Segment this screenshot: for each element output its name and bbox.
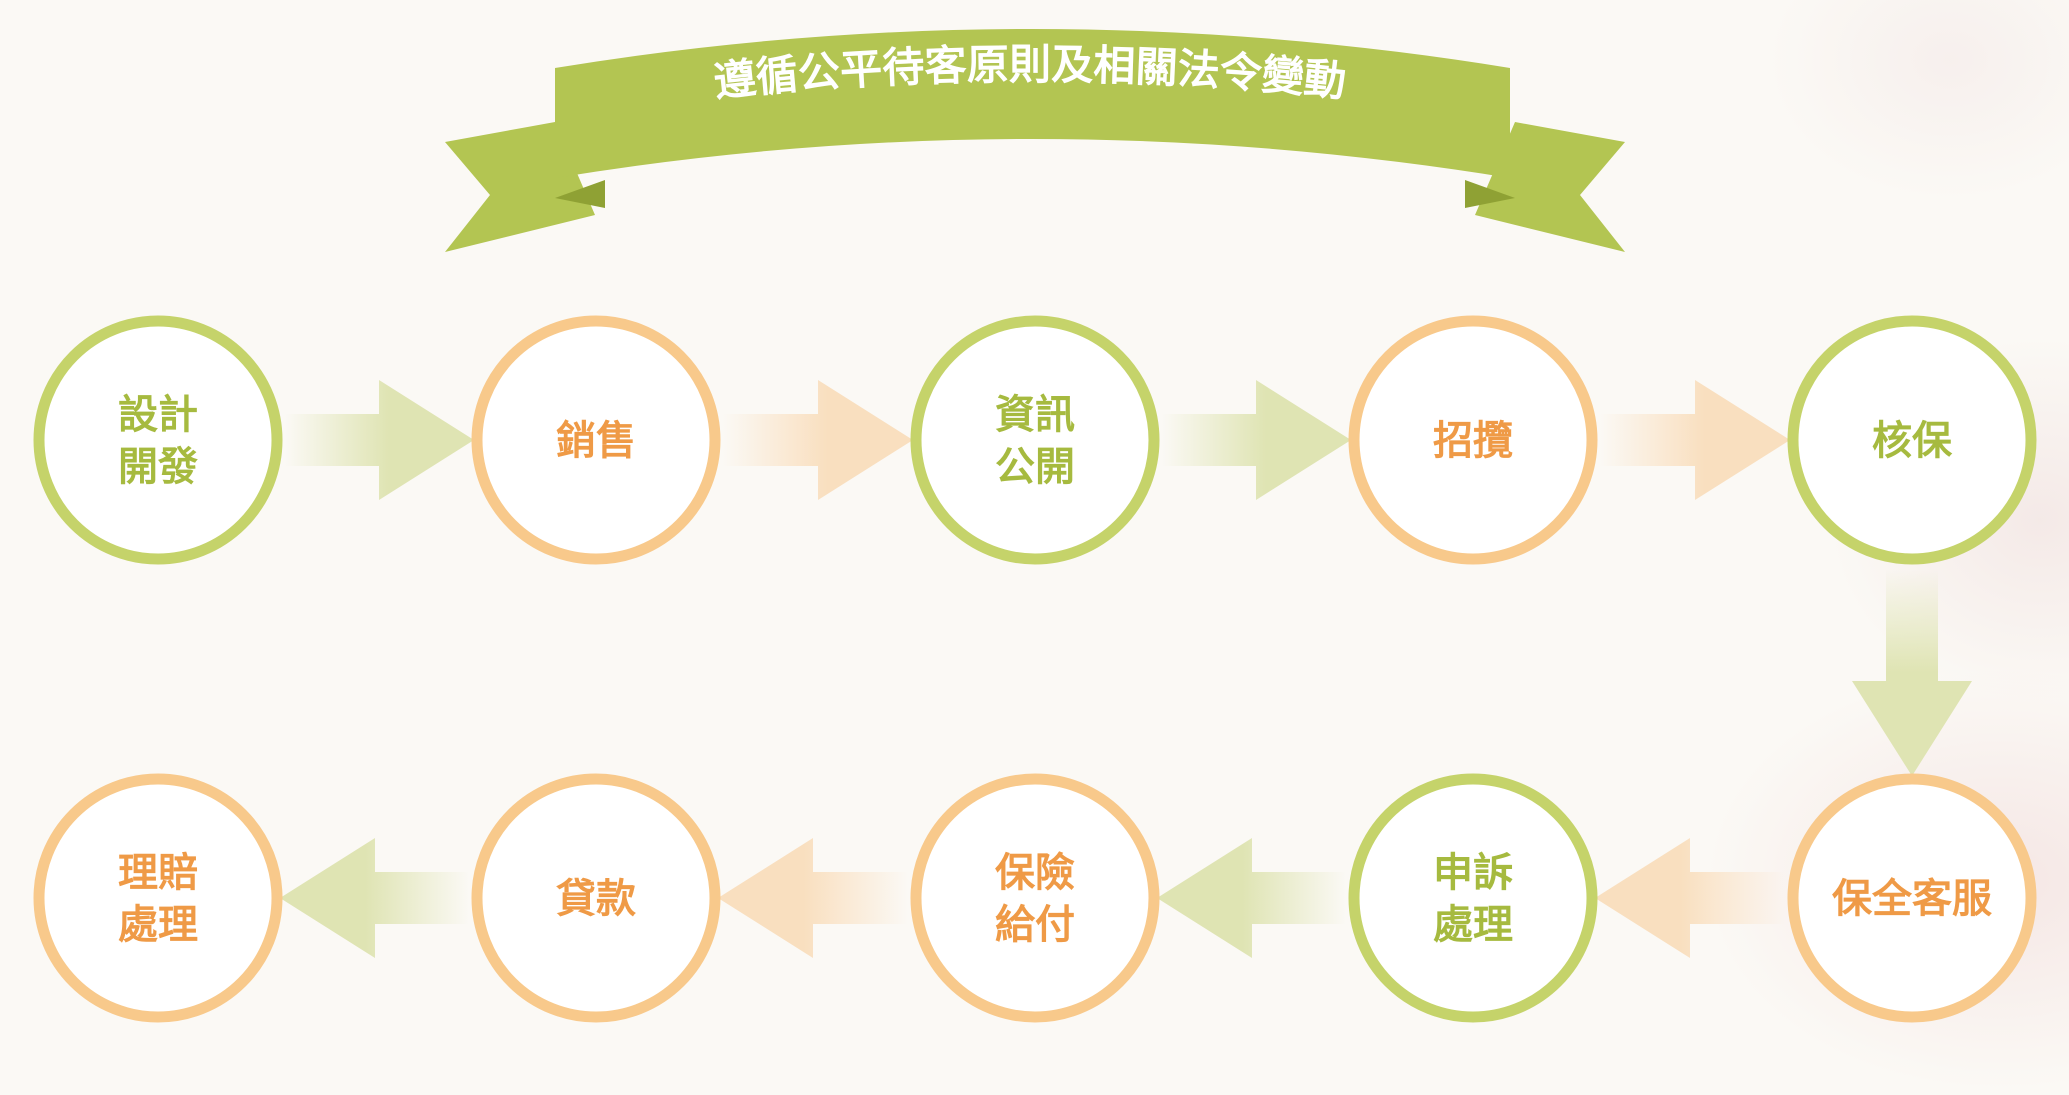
node-circle-solicitation — [1348, 315, 1598, 565]
node-circle-claims — [33, 773, 283, 1023]
node-policy-service: 保全客服 — [1787, 773, 2037, 1023]
flow-arrow-complaint-to-payout — [1157, 838, 1346, 958]
node-circle-loan — [471, 773, 721, 1023]
flow-arrow-underwriting-to-policy-service — [1852, 569, 1972, 776]
ribbon-right-fold — [1465, 180, 1515, 208]
process-nodes: 設計開發銷售資訊公開招攬核保保全客服申訴處理保險給付貸款理賠處理 — [33, 315, 2037, 1023]
ribbon-left-fold — [555, 180, 605, 208]
node-underwriting: 核保 — [1787, 315, 2037, 565]
flow-arrows — [280, 380, 1972, 958]
node-circle-payout — [910, 773, 1160, 1023]
node-label-design-2: 開發 — [118, 444, 198, 490]
node-circle-complaint — [1348, 773, 1598, 1023]
flow-arrow-solicitation-to-underwriting — [1600, 380, 1790, 500]
node-circle-sales — [471, 315, 721, 565]
node-label-complaint-2: 處理 — [1433, 902, 1513, 948]
title-ribbon: 遵循公平待客原則及相關法令變動 — [445, 29, 1625, 252]
node-label-claims-1: 理賠 — [118, 850, 198, 896]
node-label-disclosure-1: 資訊 — [995, 392, 1075, 438]
node-loan: 貸款 — [471, 773, 721, 1023]
flow-arrow-payout-to-loan — [718, 838, 908, 958]
flow-arrow-policy-service-to-complaint — [1595, 838, 1785, 958]
flow-arrow-design-to-sales — [285, 380, 474, 500]
node-label-sales-1: 銷售 — [556, 418, 636, 464]
node-label-disclosure-2: 公開 — [995, 444, 1075, 490]
node-solicitation: 招攬 — [1348, 315, 1598, 565]
flow-arrow-sales-to-disclosure — [723, 380, 913, 500]
node-label-payout-1: 保險 — [995, 850, 1075, 896]
node-label-claims-2: 處理 — [118, 902, 198, 948]
node-label-payout-2: 給付 — [995, 902, 1075, 948]
node-circle-policy-service — [1787, 773, 2037, 1023]
ribbon-band — [555, 29, 1510, 178]
flow-arrow-disclosure-to-solicitation — [1162, 380, 1351, 500]
flow-arrow-loan-to-claims — [280, 838, 469, 958]
node-label-loan-1: 貸款 — [556, 876, 636, 922]
node-label-complaint-1: 申訴 — [1433, 850, 1513, 896]
ribbon-right-tail — [1475, 122, 1625, 252]
node-circle-disclosure — [910, 315, 1160, 565]
node-circle-design — [33, 315, 283, 565]
node-label-design-1: 設計 — [118, 392, 198, 438]
node-label-underwriting-1: 核保 — [1872, 418, 1953, 464]
node-label-policy-service-1: 保全客服 — [1832, 876, 1992, 922]
node-label-solicitation-1: 招攬 — [1433, 418, 1513, 464]
node-circle-underwriting — [1787, 315, 2037, 565]
node-sales: 銷售 — [471, 315, 721, 565]
